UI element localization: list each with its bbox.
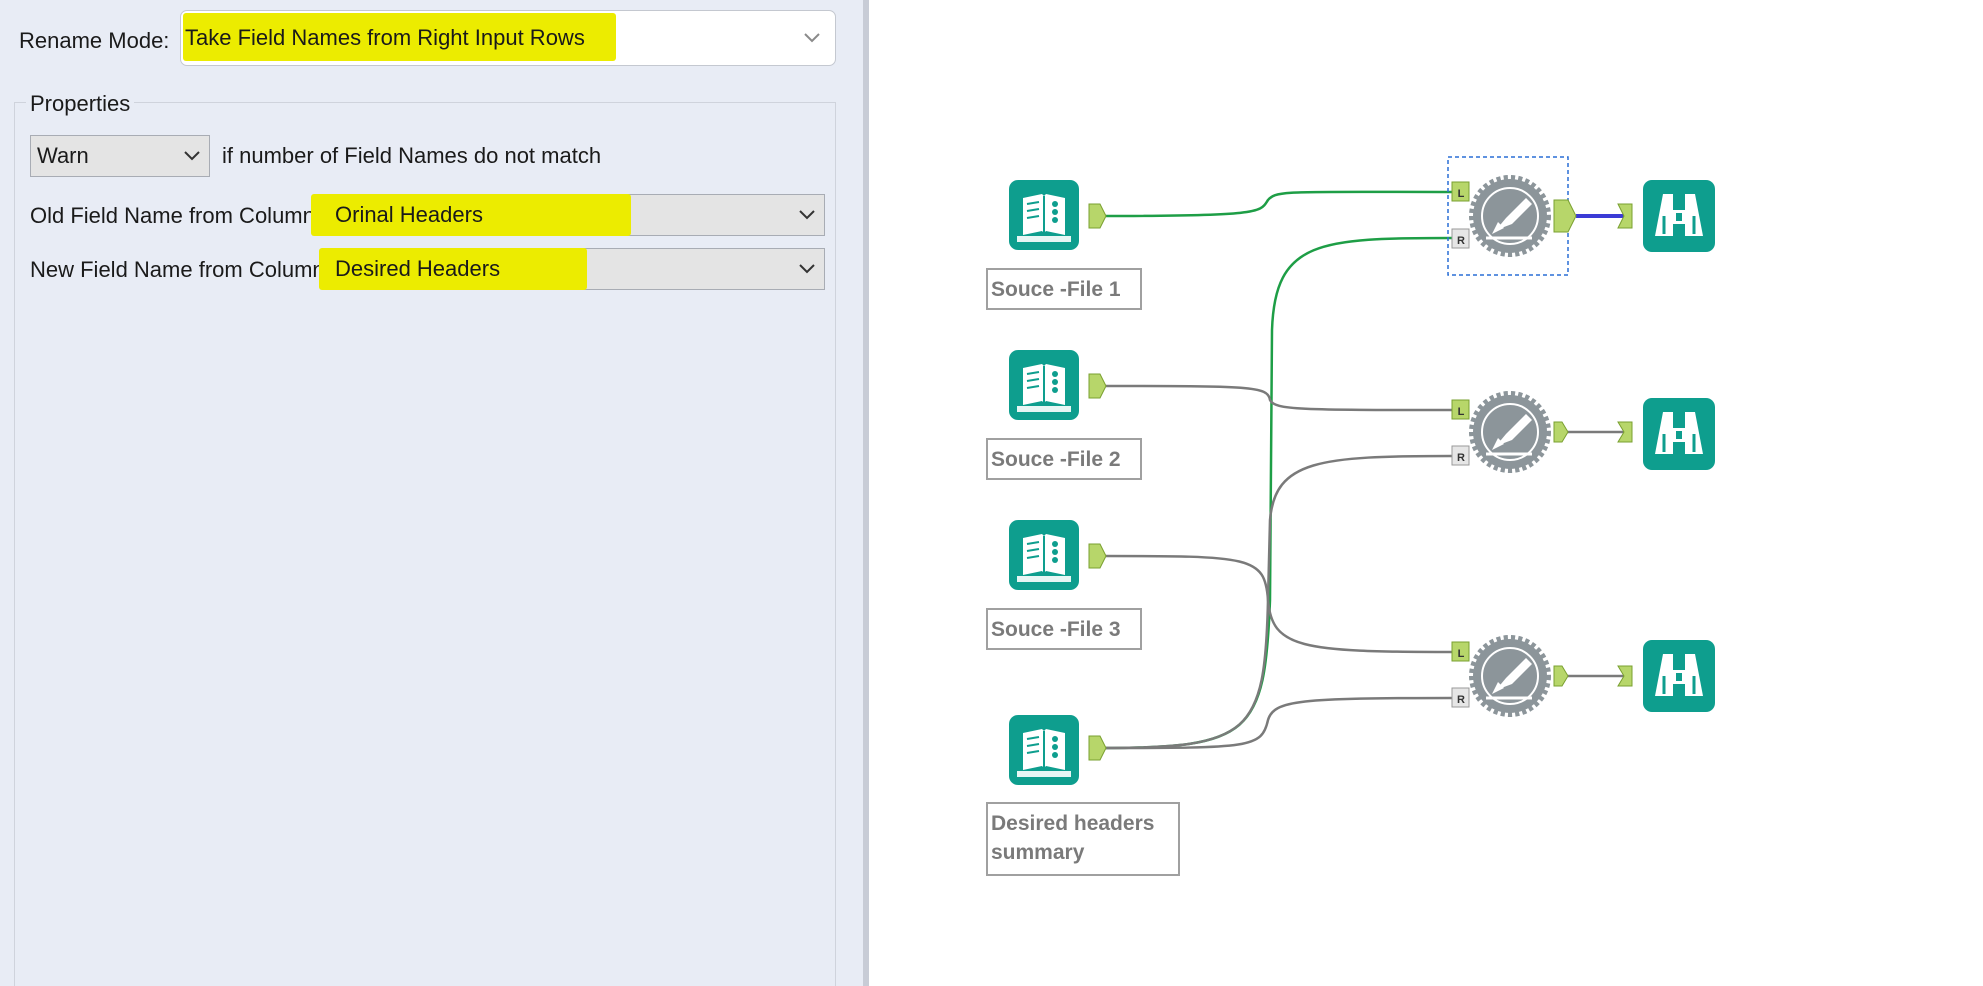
- output-anchor[interactable]: [1088, 203, 1107, 229]
- right-anchor-letter: R: [1457, 235, 1465, 247]
- right-input-anchor[interactable]: [1451, 687, 1470, 708]
- output-anchor[interactable]: [1088, 373, 1107, 399]
- right-input-anchor[interactable]: [1451, 228, 1470, 249]
- left-anchor-letter: L: [1458, 406, 1465, 418]
- chevron-down-icon: [183, 150, 201, 162]
- right-anchor-letter: R: [1457, 452, 1465, 464]
- book-icon: [1008, 349, 1080, 421]
- chevron-down-icon: [803, 32, 821, 44]
- book-icon: [1008, 519, 1080, 591]
- browse-tool-3[interactable]: [1617, 638, 1717, 714]
- input-tool-2[interactable]: [1008, 349, 1107, 421]
- old-field-label: Old Field Name from Column: [30, 203, 315, 228]
- dynamic-rename-icon: [1473, 395, 1547, 469]
- chevron-down-icon: [798, 209, 816, 221]
- dynamic-rename-tool-3[interactable]: L R: [1451, 639, 1569, 713]
- binoculars-icon: [1641, 638, 1717, 714]
- browse-tool-2[interactable]: [1617, 396, 1717, 472]
- output-anchor[interactable]: [1553, 665, 1569, 687]
- mismatch-action-dropdown[interactable]: Warn: [30, 135, 210, 177]
- new-field-dropdown[interactable]: Desired Headers: [319, 248, 825, 290]
- input-anchor[interactable]: [1617, 203, 1633, 229]
- chevron-down-icon: [798, 263, 816, 275]
- rename-mode-highlight: [183, 13, 616, 61]
- input-tool-1-label[interactable]: Souce -File 1: [986, 268, 1142, 310]
- input-tool-4-label[interactable]: Desired headers summary: [986, 802, 1180, 876]
- left-input-anchor[interactable]: [1451, 641, 1470, 662]
- properties-group: [14, 102, 836, 986]
- workflow-canvas[interactable]: L R L R L R: [869, 0, 1983, 986]
- right-anchor-letter: R: [1457, 694, 1465, 706]
- book-icon: [1008, 179, 1080, 251]
- old-field-dropdown[interactable]: Orinal Headers: [311, 194, 825, 236]
- new-field-highlight: [319, 248, 587, 290]
- configuration-panel: Rename Mode: Take Field Names from Right…: [0, 0, 863, 986]
- new-field-value: Desired Headers: [335, 256, 501, 281]
- dynamic-rename-icon: [1473, 639, 1547, 713]
- right-input-anchor[interactable]: [1451, 445, 1470, 466]
- dynamic-rename-icon: [1473, 179, 1547, 253]
- old-field-highlight: [311, 194, 631, 236]
- binoculars-icon: [1641, 396, 1717, 472]
- properties-legend: Properties: [26, 91, 135, 117]
- binoculars-icon: [1641, 178, 1717, 254]
- left-anchor-letter: L: [1458, 648, 1465, 660]
- left-input-anchor[interactable]: [1451, 181, 1470, 202]
- browse-tool-1[interactable]: [1617, 178, 1717, 254]
- left-input-anchor[interactable]: [1451, 399, 1470, 420]
- new-field-label: New Field Name from Column: [30, 257, 325, 282]
- workflow-diagram[interactable]: L R L R L R: [869, 0, 1983, 986]
- mismatch-description: if number of Field Names do not match: [222, 143, 602, 168]
- output-anchor[interactable]: [1553, 199, 1577, 233]
- input-anchor[interactable]: [1617, 421, 1633, 443]
- input-tool-2-label[interactable]: Souce -File 2: [986, 438, 1142, 480]
- output-anchor[interactable]: [1088, 735, 1107, 761]
- input-tool-3[interactable]: [1008, 519, 1107, 591]
- output-anchor[interactable]: [1553, 421, 1569, 443]
- panel-splitter[interactable]: [863, 0, 869, 986]
- rename-mode-value: Take Field Names from Right Input Rows: [185, 25, 585, 50]
- rename-mode-dropdown[interactable]: Take Field Names from Right Input Rows: [180, 10, 836, 66]
- input-tool-1[interactable]: [1008, 179, 1107, 251]
- dynamic-rename-tool-2[interactable]: L R: [1451, 395, 1569, 469]
- input-anchor[interactable]: [1617, 665, 1633, 687]
- book-icon: [1008, 714, 1080, 786]
- input-tool-3-label[interactable]: Souce -File 3: [986, 608, 1142, 650]
- output-anchor[interactable]: [1088, 543, 1107, 569]
- rename-mode-label: Rename Mode:: [19, 28, 170, 53]
- old-field-value: Orinal Headers: [335, 202, 483, 227]
- left-anchor-letter: L: [1458, 188, 1465, 200]
- input-tool-4[interactable]: [1008, 714, 1107, 786]
- connection-lines: [1100, 190, 1625, 750]
- mismatch-action-value: Warn: [37, 143, 89, 168]
- dynamic-rename-tool-1[interactable]: L R: [1447, 156, 1577, 276]
